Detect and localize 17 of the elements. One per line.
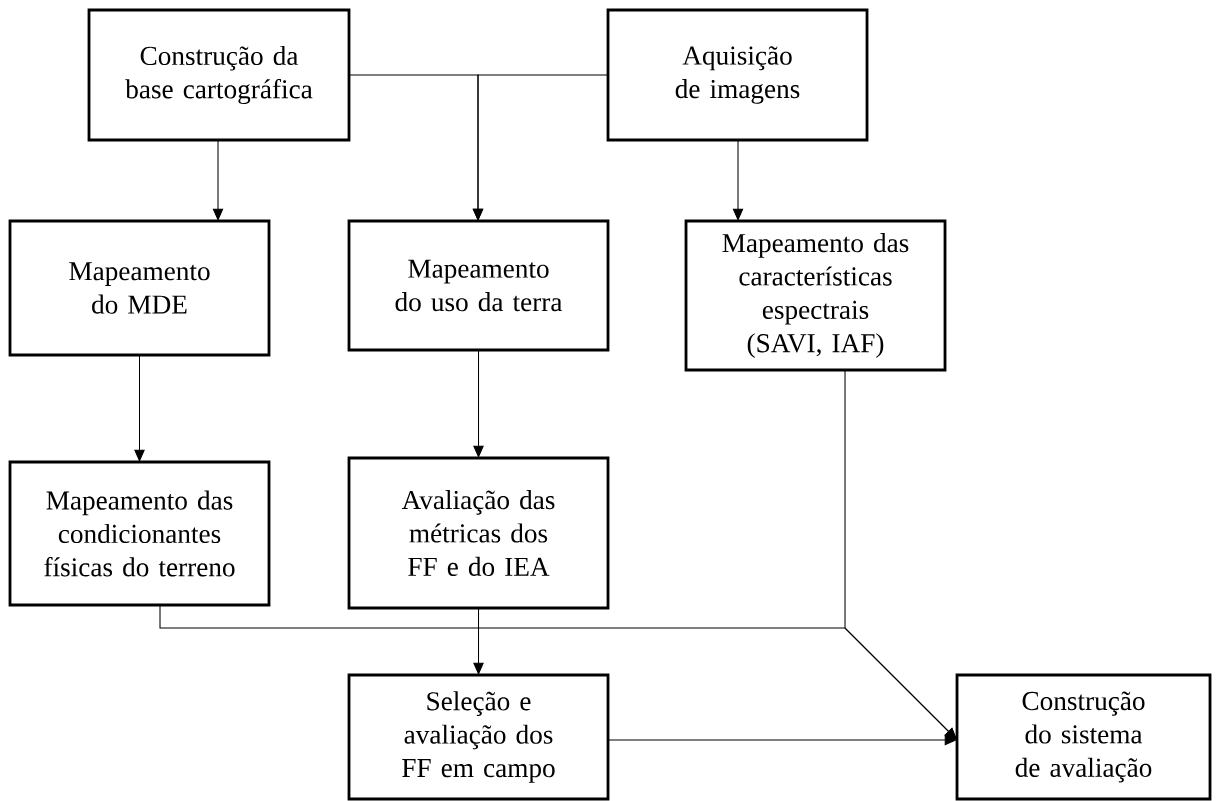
process-box: Mapeamento do uso da terra [347, 219, 610, 352]
process-box: Construção do sistema de avaliação [955, 673, 1212, 801]
process-box: Seleção e avaliação dos FF em campo [347, 673, 610, 801]
arrow [134, 354, 145, 462]
arrow [844, 369, 957, 740]
process-box: Mapeamento das características espectrais (SAVI, IAF) [684, 219, 947, 372]
arrow [473, 607, 484, 675]
process-box: Mapeamento do MDE [8, 219, 271, 357]
arrow [473, 349, 484, 458]
arrow [732, 139, 744, 221]
process-box: Mapeamento das condicionantes físicas do terreno [8, 460, 271, 607]
process-box: Aquisição de imagens [606, 8, 869, 142]
process-box: Construção da base cartográfica [87, 8, 351, 142]
arrow [212, 139, 224, 221]
process-box: Avaliação das métricas dos FF e do IEA [347, 456, 610, 610]
arrow [472, 74, 609, 221]
arrow [607, 734, 957, 746]
